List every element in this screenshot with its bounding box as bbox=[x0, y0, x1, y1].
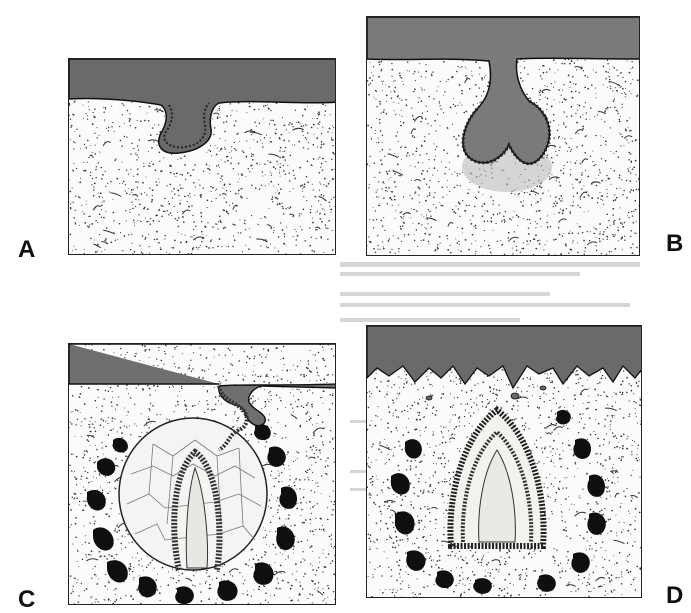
detached-cell-islands bbox=[426, 386, 546, 400]
panel-a bbox=[68, 58, 336, 255]
epidermis-layer bbox=[69, 59, 336, 153]
epidermis-layer bbox=[69, 344, 336, 426]
epidermis-layer bbox=[367, 17, 640, 164]
panel-a-drawing bbox=[69, 59, 336, 255]
panel-b-drawing bbox=[367, 17, 640, 256]
panel-c bbox=[68, 343, 336, 605]
panel-label-c: C bbox=[18, 588, 35, 612]
panel-b bbox=[366, 16, 640, 256]
panel-d bbox=[366, 325, 642, 598]
panel-label-a: A bbox=[18, 238, 35, 262]
panel-label-d: D bbox=[666, 584, 683, 608]
panel-c-drawing bbox=[69, 344, 336, 605]
panel-label-b: B bbox=[666, 232, 683, 256]
panel-d-drawing bbox=[367, 326, 642, 598]
